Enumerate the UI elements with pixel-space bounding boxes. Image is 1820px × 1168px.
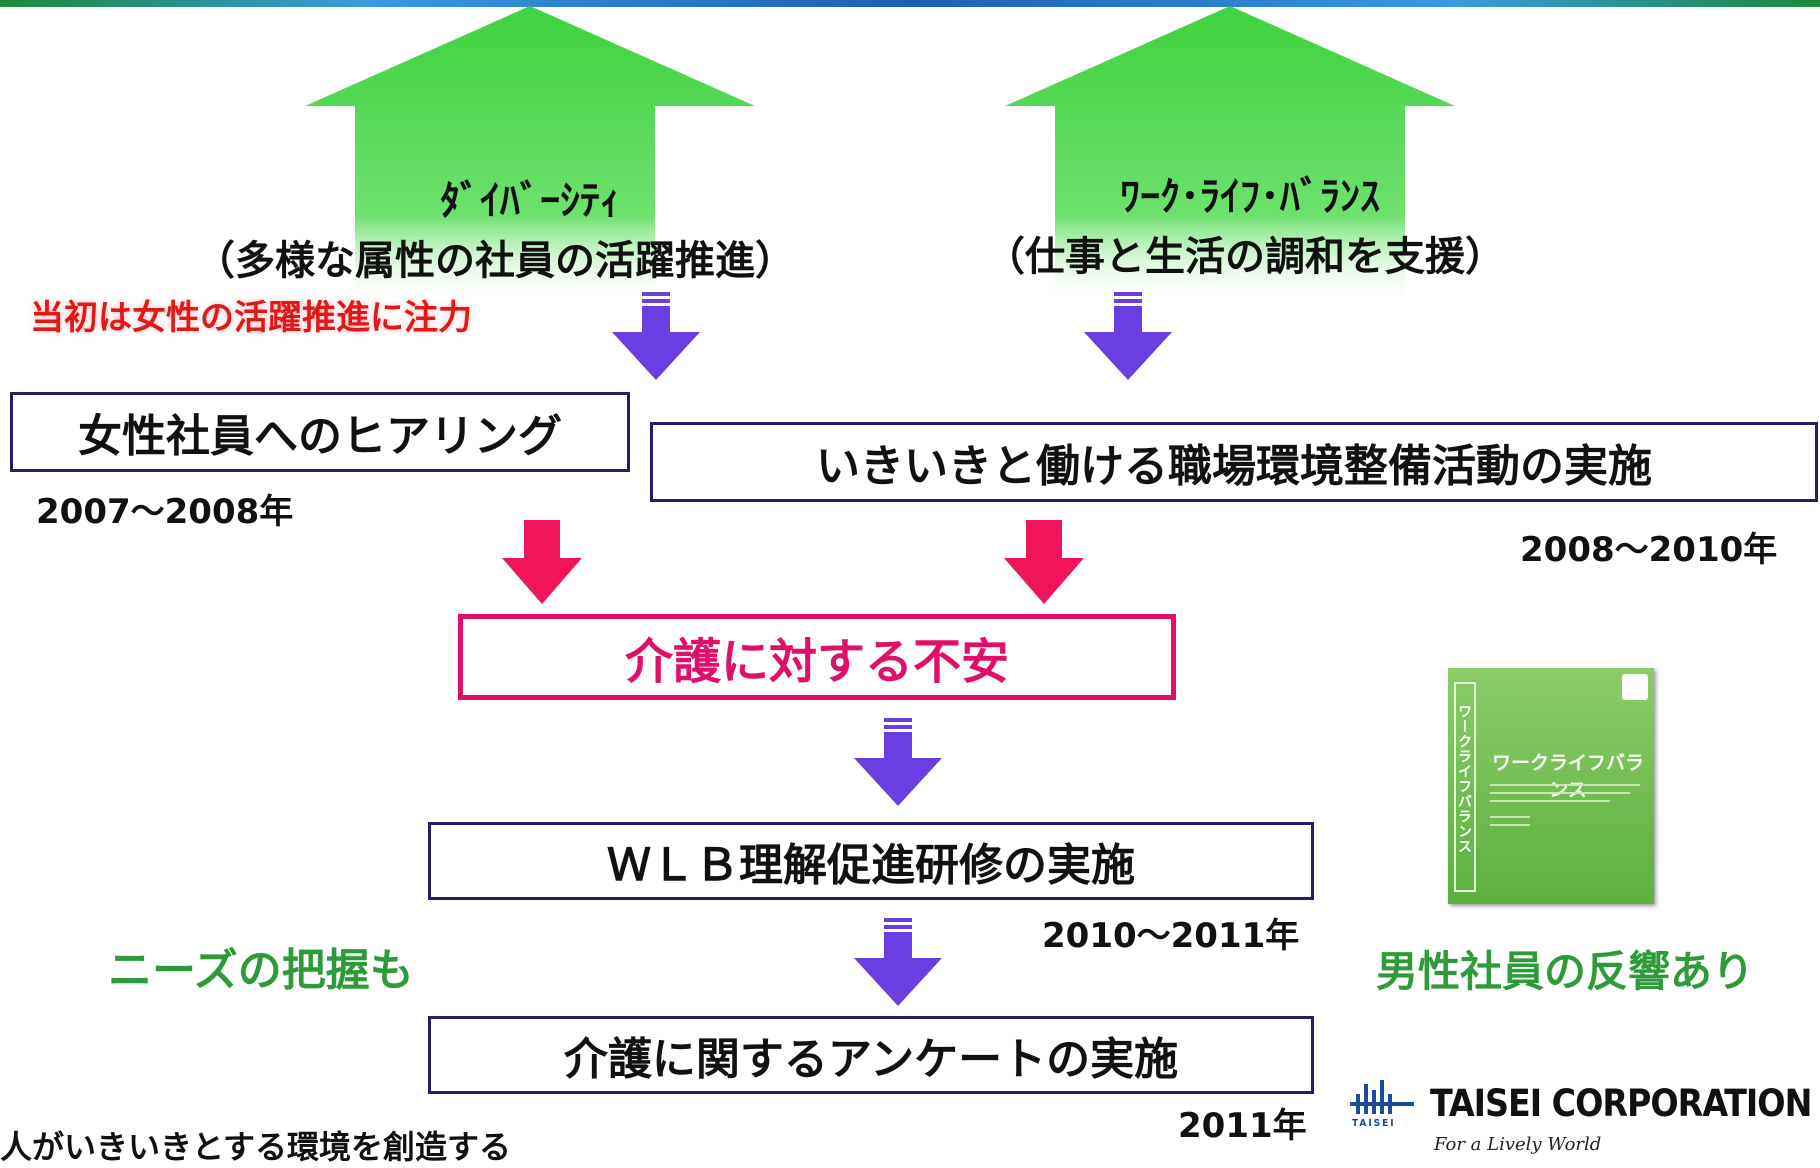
taisei-logo: TAISEI TAISEI CORPORATION For a Lively W…	[1350, 1078, 1812, 1160]
initial-focus-note: 当初は女性の活躍推進に注力	[30, 298, 472, 338]
top-decorative-bar	[0, 0, 1820, 7]
taisei-logo-mark-text: TAISEI	[1352, 1118, 1396, 1129]
book-text-line	[1490, 816, 1530, 818]
hearing-period: 2007～2008年	[36, 492, 294, 532]
anxiety-label: 介護に対する不安	[624, 634, 1009, 690]
diversity-up-arrow	[305, 6, 755, 306]
book-text-line	[1490, 824, 1530, 826]
hearing-box: 女性社員へのヒアリング	[10, 392, 630, 472]
wlb-book-image: ワークライフバランス ワークライフバランス	[1448, 668, 1654, 904]
book-text-line	[1490, 800, 1610, 802]
workplace-label: いきいきと働ける職場環境整備活動の実施	[816, 441, 1652, 492]
book-text-line	[1490, 784, 1640, 786]
wlb-subtitle: （仕事と生活の調和を支援）	[985, 234, 1505, 280]
down-arrow-to-training	[854, 718, 942, 806]
needs-note: ニーズの把握も	[108, 945, 414, 996]
down-arrow-diversity	[612, 292, 700, 380]
anxiety-box: 介護に対する不安	[458, 614, 1176, 700]
down-arrow-to-survey	[854, 918, 942, 1006]
book-spine	[1454, 682, 1476, 892]
male-response-note: 男性社員の反響あり	[1376, 947, 1755, 996]
taisei-logo-tagline: For a Lively World	[1434, 1134, 1602, 1155]
workplace-period: 2008～2010年	[1520, 530, 1778, 570]
taisei-logo-mark-icon	[1350, 1080, 1414, 1114]
survey-label: 介護に関するアンケートの実施	[563, 1034, 1179, 1085]
pink-arrow-left	[502, 520, 582, 604]
footer-slogan: 人がいきいきとする環境を創造する	[0, 1128, 512, 1166]
diversity-subtitle: （多様な属性の社員の活躍推進）	[195, 238, 795, 284]
diversity-title: ﾀﾞｲﾊﾞｰｼﾃｨ	[440, 178, 620, 224]
down-arrow-wlb	[1084, 292, 1172, 380]
survey-box: 介護に関するアンケートの実施	[428, 1016, 1314, 1094]
book-badge	[1622, 674, 1648, 700]
hearing-label: 女性社員へのヒアリング	[78, 411, 562, 462]
wlb-title: ﾜｰｸ･ﾗｲﾌ･ﾊﾞﾗﾝｽ	[1120, 174, 1380, 220]
book-spine-title: ワークライフバランス	[1456, 704, 1472, 854]
survey-period: 2011年	[1178, 1106, 1307, 1146]
book-text-line	[1490, 792, 1630, 794]
training-period: 2010～2011年	[1042, 916, 1300, 956]
training-box: ＷＬＢ理解促進研修の実施	[428, 822, 1314, 900]
pink-arrow-right	[1004, 520, 1084, 604]
wlb-up-arrow	[1005, 6, 1455, 306]
taisei-logo-name: TAISEI CORPORATION	[1430, 1082, 1812, 1125]
workplace-box: いきいきと働ける職場環境整備活動の実施	[650, 422, 1818, 502]
training-label: ＷＬＢ理解促進研修の実施	[607, 840, 1135, 891]
